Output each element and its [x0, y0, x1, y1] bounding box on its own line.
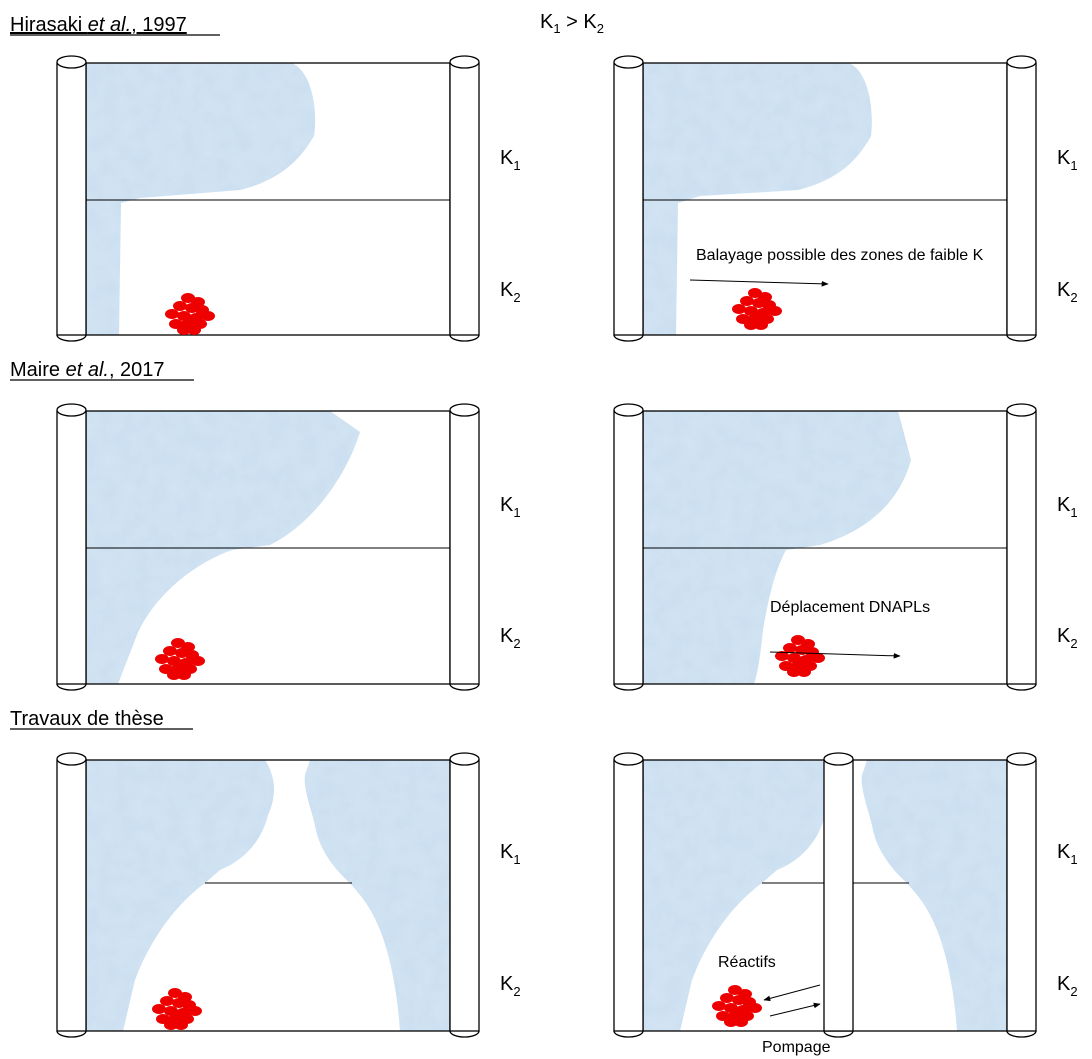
center-well [823, 752, 854, 1038]
section-title-hirasaki: Hirasaki et al., 1997 [10, 14, 187, 36]
maire-left-panel: K1 K2 [56, 403, 521, 691]
right-well [1006, 752, 1037, 1038]
reactifs-annotation: Réactifs [718, 954, 776, 971]
dnapl-blobs [152, 988, 202, 1030]
k1-label: K1 [1057, 147, 1078, 173]
these-right-panel: Réactifs Pompage K1 K2 [613, 752, 1078, 1056]
k1-label: K1 [1057, 494, 1078, 520]
dnapl-droplet [740, 296, 754, 306]
dnapl-droplet [787, 653, 801, 663]
right-well [449, 752, 480, 1038]
k1-label: K1 [500, 494, 521, 520]
dnapl-blobs [155, 638, 205, 680]
dnapl-droplet [177, 670, 191, 680]
dnapl-droplet [187, 325, 201, 335]
displacement-arrow [769, 651, 901, 659]
hirasaki-left-panel: K1 K2 [56, 55, 521, 342]
dnapl-droplet [177, 325, 191, 335]
k2-label: K2 [500, 279, 521, 305]
section-title-maire: Maire et al., 2017 [10, 359, 165, 381]
sweep-arrow [689, 279, 829, 287]
k1-label: K1 [500, 841, 521, 867]
left-well [613, 55, 644, 342]
pompage-arrow [769, 1002, 821, 1017]
dnapl-droplet [155, 654, 169, 664]
foam-region [86, 63, 316, 335]
right-well [1006, 403, 1037, 691]
dnapl-droplet [712, 1001, 726, 1011]
section-title-these: Travaux de thèse [10, 708, 164, 730]
pompage-annotation: Pompage [762, 1039, 831, 1056]
dnapl-droplet [744, 320, 758, 330]
dnapl-droplet [811, 653, 825, 663]
dnapl-droplet [165, 309, 179, 319]
dnapl-droplet [797, 667, 811, 677]
dnapl-blobs [165, 293, 215, 335]
maire-right-panel: Déplacement DNAPLs K1 K2 [613, 403, 1078, 691]
left-well [56, 752, 87, 1038]
foam-region-right [304, 760, 450, 1031]
dnapl-droplet [775, 651, 789, 661]
left-well [613, 403, 644, 691]
dnapl-droplet [163, 646, 177, 656]
dnapl-droplet [173, 301, 187, 311]
left-well [613, 752, 644, 1038]
dnapl-droplet [748, 1003, 762, 1013]
k1-label: K1 [1057, 841, 1078, 867]
dnapl-droplet [177, 311, 191, 321]
hirasaki-right-panel: Balayage possible des zones de faible K … [613, 55, 1078, 342]
dnapl-droplet [732, 304, 746, 314]
right-well [449, 55, 480, 342]
displacement-annotation: Déplacement DNAPLs [770, 599, 930, 616]
dnapl-droplet [720, 993, 734, 1003]
dnapl-droplet [160, 996, 174, 1006]
dnapl-droplet [191, 656, 205, 666]
dnapl-blobs [732, 288, 782, 330]
right-well [449, 403, 480, 691]
k2-label: K2 [1057, 279, 1078, 305]
dnapl-droplet [768, 306, 782, 316]
dnapl-droplet [167, 670, 181, 680]
dnapl-droplet [724, 1017, 738, 1027]
dnapl-droplet [754, 320, 768, 330]
k2-label: K2 [500, 973, 521, 999]
k2-label: K2 [1057, 625, 1078, 651]
dnapl-droplet [167, 656, 181, 666]
dnapl-droplet [783, 643, 797, 653]
foam-region [643, 63, 872, 335]
reactifs-arrow [763, 984, 821, 1002]
dnapl-droplet [152, 1004, 166, 1014]
dnapl-droplet [201, 311, 215, 321]
foam-region-left [86, 760, 274, 1031]
dnapl-droplet [787, 667, 801, 677]
condition-label: K1 > K2 [540, 11, 604, 36]
foam-region-left [643, 760, 831, 1031]
k1-label: K1 [500, 147, 521, 173]
dnapl-droplet [174, 1020, 188, 1030]
dnapl-blobs [712, 985, 762, 1027]
left-well [56, 55, 87, 342]
sweep-annotation: Balayage possible des zones de faible K [696, 247, 984, 264]
dnapl-droplet [734, 1017, 748, 1027]
dnapl-droplet [164, 1020, 178, 1030]
dnapl-blobs [775, 635, 825, 677]
right-well [1006, 55, 1037, 342]
dnapl-droplet [164, 1006, 178, 1016]
foam-region-right [861, 760, 1007, 1031]
dnapl-droplet [188, 1006, 202, 1016]
k2-label: K2 [500, 625, 521, 651]
these-left-panel: K1 K2 [56, 752, 521, 1038]
dnapl-droplet [744, 306, 758, 316]
left-well [56, 403, 87, 691]
k2-label: K2 [1057, 973, 1078, 999]
dnapl-droplet [724, 1003, 738, 1013]
